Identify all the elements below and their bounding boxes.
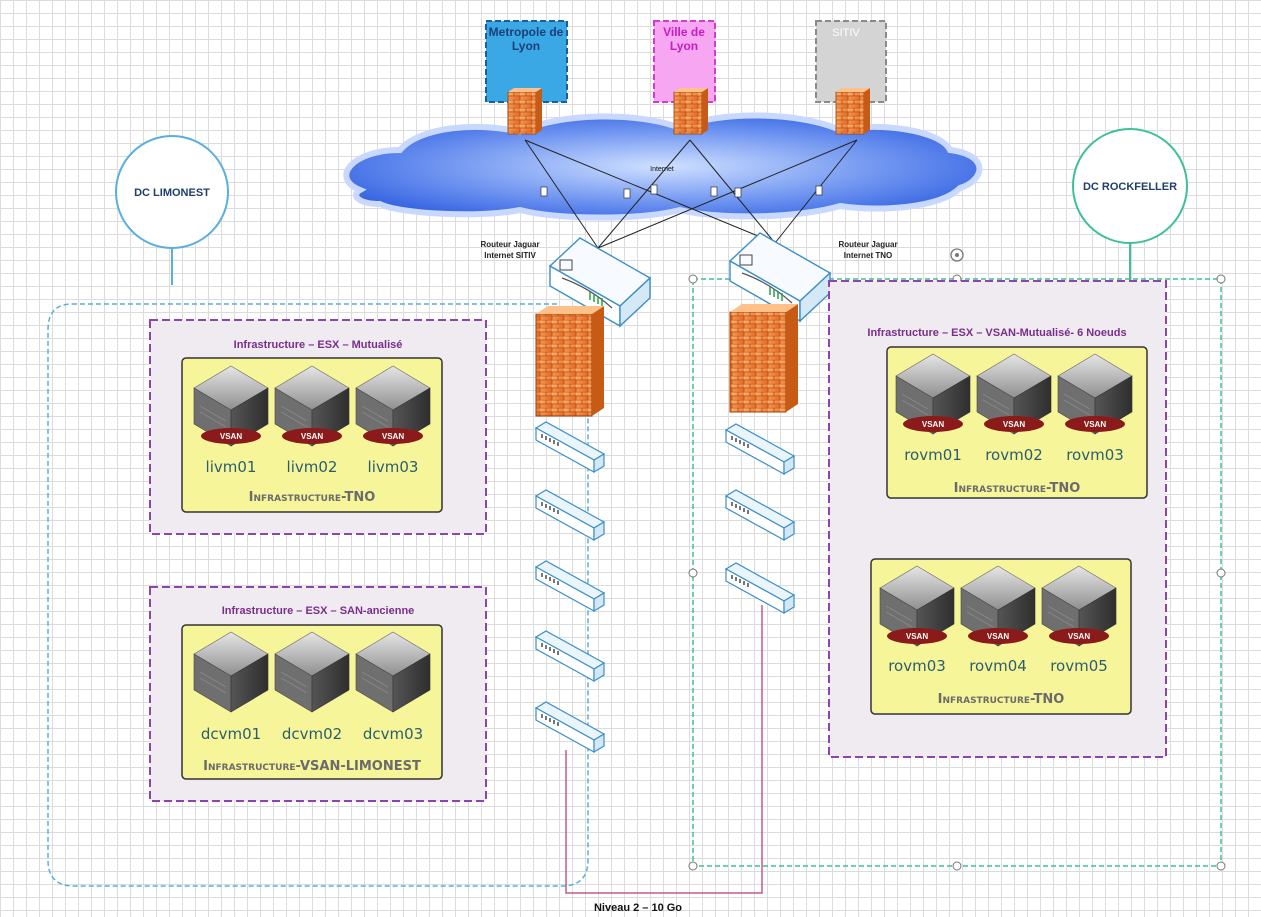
vsan-badge-label: VSAN: [1068, 632, 1090, 641]
internet-label: Internet: [650, 166, 674, 173]
router-tno-label-1: Routeur Jaguar: [838, 240, 897, 249]
level2-link: [565, 605, 763, 894]
site-ville-label-2: Lyon: [670, 39, 698, 53]
cluster-vsan-group2-footer: Infrastructure-TNO: [938, 692, 1065, 707]
vm-name: livm02: [287, 458, 338, 476]
vm-server: VSAN livm02: [274, 365, 350, 476]
rotate-handle-icon[interactable]: [950, 248, 964, 262]
vsan-badge-label: VSAN: [922, 420, 944, 429]
vm-server: VSAN rovm02: [976, 353, 1052, 464]
vsan-badge: [968, 628, 1028, 644]
router-tno-label-2: Internet TNO: [844, 251, 892, 260]
switch-rockfeller-3-icon: [725, 562, 795, 614]
vsan-badge: [1049, 628, 1109, 644]
firewall-ville-icon: [673, 87, 709, 135]
router-sitiv-label-1: Routeur Jaguar: [480, 240, 539, 249]
vm-server: dcvm02: [274, 631, 350, 743]
switch-rockfeller-2-icon: [725, 489, 795, 541]
vm-server: VSAN rovm05: [1041, 565, 1117, 675]
cluster-esx-san-title: Infrastructure – ESX – SAN-ancienne: [222, 605, 415, 617]
vsan-badge: [282, 428, 342, 444]
cluster-vsan-group1-footer: Infrastructure-TNO: [954, 481, 1081, 496]
vm-server: dcvm03: [355, 631, 431, 743]
firewall-limonest-icon: [535, 306, 604, 417]
dc-limonest-container: [47, 303, 609, 887]
vm-name: rovm03: [888, 657, 946, 675]
vm-server: VSAN rovm04: [960, 565, 1036, 675]
router-sitiv-label-2: Internet SITIV: [484, 251, 536, 260]
vm-name: rovm03: [1066, 446, 1124, 464]
vm-server: VSAN rovm01: [895, 353, 971, 464]
selection-handles: [688, 274, 1226, 871]
vm-name: rovm02: [985, 446, 1043, 464]
level2-link-label: Niveau 2 – 10 Go: [594, 902, 682, 914]
vsan-badge: [201, 428, 261, 444]
vm-name: livm03: [368, 458, 419, 476]
site-ville: Ville de Lyon: [653, 20, 716, 103]
vsan-badge: [903, 416, 963, 432]
site-metropole-label-2: Lyon: [512, 39, 540, 53]
vsan-badge-label: VSAN: [1003, 420, 1025, 429]
switch-rockfeller-1-icon: [725, 423, 795, 475]
cluster-esx-mutualise: Infrastructure – ESX – Mutualisé VSAN liv…: [149, 319, 487, 535]
firewall-sitiv-icon: [835, 87, 871, 135]
firewall-rockfeller-icon: [729, 304, 798, 413]
vm-name: rovm04: [969, 657, 1027, 675]
vm-name: dcvm03: [363, 725, 423, 743]
switch-limonest-2-icon: [535, 489, 605, 541]
dc-limonest-label: DC LIMONEST: [134, 187, 210, 199]
vm-name: rovm05: [1050, 657, 1108, 675]
vsan-badge-label: VSAN: [906, 632, 928, 641]
vsan-badge-label: VSAN: [987, 632, 1009, 641]
vsan-badge: [1065, 416, 1125, 432]
cluster-esx-mutualise-footer: Infrastructure-TNO: [249, 490, 376, 505]
vsan-badge-label: VSAN: [220, 432, 242, 441]
vsan-badge: [363, 428, 423, 444]
vm-name: rovm01: [904, 446, 962, 464]
vm-name: livm01: [206, 458, 257, 476]
cluster-esx-san: Infrastructure – ESX – SAN-ancienne dcvm…: [149, 586, 487, 802]
firewall-metropole-icon: [507, 87, 543, 135]
vm-name: dcvm01: [201, 725, 261, 743]
vsan-badge-label: VSAN: [301, 432, 323, 441]
site-sitiv-label: SITIV: [832, 27, 860, 39]
vsan-badge: [984, 416, 1044, 432]
switch-limonest-5-icon: [535, 701, 605, 753]
cluster-esx-san-footer: Infrastructure-VSAN-LIMONEST: [203, 759, 421, 774]
dc-rockfeller: DC ROCKFELLER: [1072, 128, 1188, 280]
dc-limonest: DC LIMONEST: [115, 135, 229, 285]
cluster-esx-vsan-6-title: Infrastructure – ESX – VSAN-Mutualisé- 6…: [867, 327, 1126, 339]
vm-server: dcvm01: [193, 631, 269, 743]
link-connectors: [540, 184, 823, 199]
cluster-esx-vsan-6: Infrastructure – ESX – VSAN-Mutualisé- 6…: [828, 280, 1167, 758]
vm-name: dcvm02: [282, 725, 342, 743]
vm-server: VSAN rovm03: [879, 565, 955, 675]
vm-row: VSAN livm01 VSAN livm02 VSAN livm03: [193, 365, 431, 476]
switch-limonest-4-icon: [535, 630, 605, 682]
vsan-badge-label: VSAN: [382, 432, 404, 441]
site-sitiv: SITIV: [815, 20, 887, 103]
switch-limonest-3-icon: [535, 560, 605, 612]
site-ville-label-1: Ville de: [663, 25, 705, 39]
cluster-esx-mutualise-title: Infrastructure – ESX – Mutualisé: [234, 339, 403, 351]
vm-server: VSAN rovm03: [1057, 353, 1133, 464]
internet-cloud: Internet: [343, 112, 983, 221]
vsan-badge: [887, 628, 947, 644]
switch-limonest-1-icon: [535, 421, 605, 473]
vm-server: VSAN livm03: [355, 365, 431, 476]
site-metropole-label-1: Metropole de: [489, 25, 564, 39]
dc-rockfeller-label: DC ROCKFELLER: [1083, 181, 1177, 193]
vm-server: VSAN livm01: [193, 365, 269, 476]
vsan-badge-label: VSAN: [1084, 420, 1106, 429]
